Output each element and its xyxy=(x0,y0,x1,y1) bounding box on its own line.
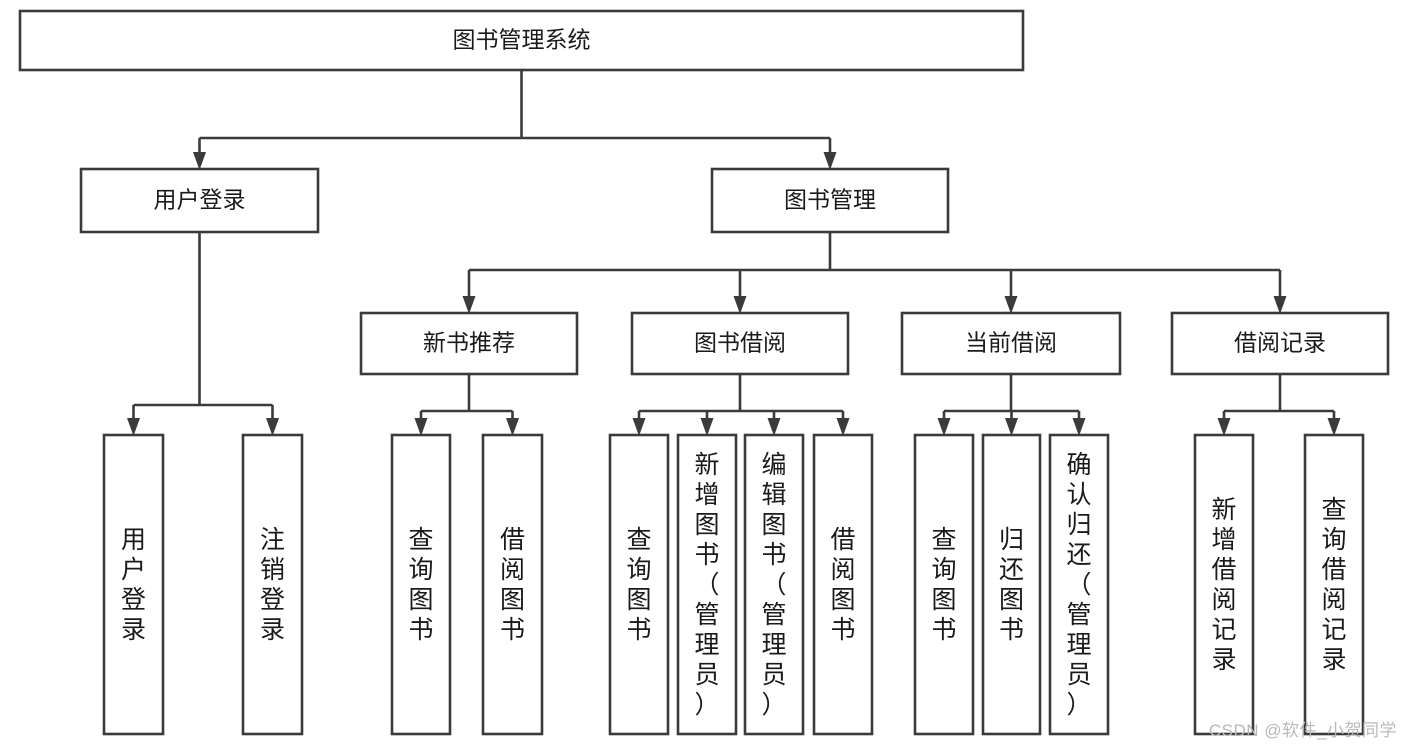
node-label: 用户登录 xyxy=(154,187,246,213)
node-label: 图书管理系统 xyxy=(453,27,591,53)
node-box xyxy=(710,167,950,234)
node-label: 新增借阅记录 xyxy=(1211,496,1236,674)
node-box xyxy=(1193,433,1255,736)
arrow-head-icon xyxy=(1273,296,1287,314)
node-leaf-b-edit[interactable]: 编辑图书（管理员） xyxy=(743,433,805,736)
watermark-csdn: CSDN @软件_小贺同学 xyxy=(1208,721,1397,740)
node-root[interactable]: 图书管理系统 xyxy=(18,9,1025,72)
arrow-head-icon xyxy=(700,418,714,436)
arrow-head-icon xyxy=(632,418,646,436)
node-leaf-b-add[interactable]: 新增图书（管理员） xyxy=(676,433,738,736)
node-box xyxy=(241,433,304,736)
node-box xyxy=(481,433,544,736)
arrow-head-icon xyxy=(506,418,519,436)
node-leaf-new-borrow[interactable]: 借阅图书 xyxy=(481,433,544,736)
arrow-head-icon xyxy=(1217,418,1231,436)
arrow-head-icon xyxy=(836,418,850,436)
arrow-head-icon xyxy=(823,152,837,170)
node-box xyxy=(18,9,1025,72)
arrow-head-icon xyxy=(414,418,428,436)
node-box xyxy=(913,433,975,736)
node-box xyxy=(630,311,850,376)
arrow-head-icon xyxy=(1005,418,1018,436)
node-l3-cur[interactable]: 当前借阅 xyxy=(900,311,1122,376)
node-box xyxy=(102,433,165,736)
node-label: 新增图书（管理员） xyxy=(694,451,719,719)
node-label: 查询图书 xyxy=(408,526,433,644)
node-layer: 图书管理系统用户登录图书管理新书推荐图书借阅当前借阅借阅记录用户登录注销登录查询… xyxy=(18,9,1390,736)
node-leaf-r-query[interactable]: 查询借阅记录 xyxy=(1303,433,1365,736)
node-leaf-c-return[interactable]: 归还图书 xyxy=(981,433,1042,736)
node-leaf-user-login[interactable]: 用户登录 xyxy=(102,433,165,736)
node-label: 借阅记录 xyxy=(1234,330,1326,356)
node-leaf-b-query[interactable]: 查询图书 xyxy=(608,433,670,736)
arrow-head-icon xyxy=(937,418,951,436)
node-leaf-c-query[interactable]: 查询图书 xyxy=(913,433,975,736)
node-box xyxy=(359,311,579,376)
node-box xyxy=(1048,433,1110,736)
node-label: 图书管理 xyxy=(784,187,876,213)
node-box xyxy=(676,433,738,736)
node-box xyxy=(981,433,1042,736)
node-label: 借阅图书 xyxy=(830,526,855,644)
node-box xyxy=(1170,311,1390,376)
node-label: 查询图书 xyxy=(931,526,956,644)
node-label: 注销登录 xyxy=(260,526,285,644)
node-leaf-c-confirm[interactable]: 确认归还（管理员） xyxy=(1048,433,1110,736)
arrow-head-icon xyxy=(1004,296,1018,314)
arrow-head-icon xyxy=(1327,418,1341,436)
node-leaf-b-borrow[interactable]: 借阅图书 xyxy=(812,433,874,736)
node-box xyxy=(79,167,320,234)
node-label: 用户登录 xyxy=(121,526,146,644)
node-label: 编辑图书（管理员） xyxy=(761,451,786,719)
node-leaf-user-logout[interactable]: 注销登录 xyxy=(241,433,304,736)
node-box xyxy=(1303,433,1365,736)
node-l3-new[interactable]: 新书推荐 xyxy=(359,311,579,376)
node-leaf-r-add[interactable]: 新增借阅记录 xyxy=(1193,433,1255,736)
node-l3-borrow[interactable]: 图书借阅 xyxy=(630,311,850,376)
node-label: 借阅图书 xyxy=(500,526,525,644)
node-label: 查询图书 xyxy=(626,526,651,644)
arrow-head-icon xyxy=(1072,418,1086,436)
node-box xyxy=(812,433,874,736)
node-l2-user[interactable]: 用户登录 xyxy=(79,167,320,234)
arrow-head-icon xyxy=(767,418,781,436)
node-label: 查询借阅记录 xyxy=(1321,496,1346,674)
node-box xyxy=(743,433,805,736)
node-box xyxy=(608,433,670,736)
node-box xyxy=(390,433,452,736)
arrow-head-icon xyxy=(266,418,279,436)
node-l2-book[interactable]: 图书管理 xyxy=(710,167,950,234)
node-l3-rec[interactable]: 借阅记录 xyxy=(1170,311,1390,376)
node-label: 当前借阅 xyxy=(965,330,1057,356)
node-label: 新书推荐 xyxy=(423,330,515,356)
arrow-head-icon xyxy=(462,296,476,314)
arrow-head-icon xyxy=(127,418,140,436)
connector-layer xyxy=(127,70,1341,436)
node-label: 归还图书 xyxy=(999,526,1024,644)
arrow-head-icon xyxy=(193,152,206,170)
arrow-head-icon xyxy=(733,296,747,314)
node-label: 确认归还（管理员） xyxy=(1066,451,1091,719)
node-box xyxy=(900,311,1122,376)
node-leaf-new-query[interactable]: 查询图书 xyxy=(390,433,452,736)
node-label: 图书借阅 xyxy=(694,330,786,356)
